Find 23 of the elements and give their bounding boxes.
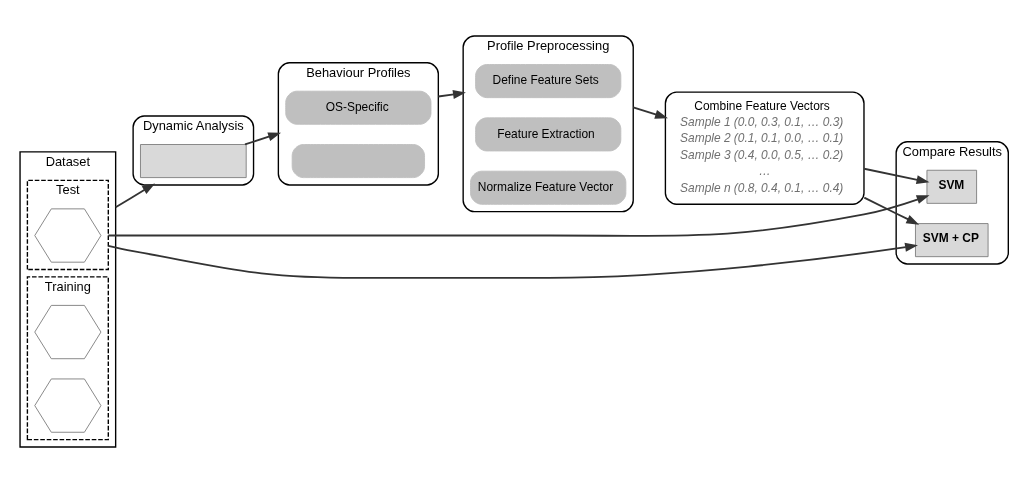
- arrow: [437, 89, 466, 99]
- arrow: [107, 242, 918, 279]
- arrow: [244, 131, 281, 145]
- node-box: [291, 143, 425, 178]
- node-hexagon: [34, 207, 102, 263]
- arrow: [114, 183, 156, 208]
- arrow: [107, 194, 930, 237]
- node-hexagon: [34, 304, 102, 359]
- node-box: SVM: [926, 169, 978, 204]
- cluster: Training: [26, 275, 109, 440]
- node-box: Normalize Feature Vector: [470, 170, 627, 205]
- cluster: Test: [26, 179, 109, 270]
- node-box: Define Feature Sets: [475, 63, 622, 98]
- node-box: Feature Extraction: [475, 116, 622, 151]
- arrow: [863, 167, 930, 184]
- node-hexagon: [34, 378, 102, 433]
- cluster: Dynamic Analysis: [132, 114, 255, 186]
- node-box: [140, 143, 247, 178]
- node-box: SVM + CP: [915, 222, 989, 257]
- arrow: [863, 196, 920, 225]
- arrow: [632, 105, 668, 119]
- node-box: Combine Feature Vectors Sample 1 (0.0, 0.3, 0.1, … 0.3) Sample 2 (0.1, 0.1, 0.0, … 0.1) Sample 3 (0.4, 0.0, 0.5, … 0.2) … Sample n (0.8, 0.4, 0.1, … 0.4): [664, 90, 865, 205]
- node-box: OS-Specific: [285, 90, 432, 125]
